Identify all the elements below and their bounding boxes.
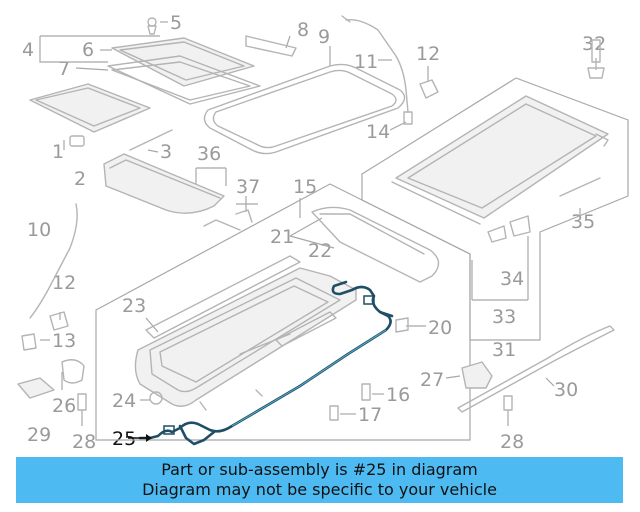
callout-24: 24 [112,390,136,412]
callout-2: 2 [74,168,86,190]
callout-23: 23 [122,295,146,317]
callout-30: 30 [554,379,578,401]
callout-29: 29 [27,424,51,446]
callout-1: 1 [52,141,64,163]
callout-36: 36 [197,143,221,165]
callout-4: 4 [22,39,34,61]
callout-3: 3 [160,141,172,163]
sunroof-frame [134,206,440,411]
roof-seal [203,63,406,155]
clip-2 [69,135,85,147]
callout-20: 20 [428,317,452,339]
callout-33: 33 [492,306,516,328]
callout-10: 10 [27,219,51,241]
sunshade-assembly [391,39,609,243]
callout-27: 27 [420,369,444,391]
wiring-harness-25 [128,280,394,446]
callout-21: 21 [270,226,294,248]
wind-deflector [103,153,253,231]
glass-panel-group [29,17,297,151]
callout-37: 37 [236,176,260,198]
callout-13: 13 [52,330,76,352]
callout-12-left: 12 [52,272,76,294]
leader-lines [39,21,597,426]
assembly-outlines [95,77,629,441]
callout-25: 25 [112,428,136,450]
callout-28-right: 28 [500,431,524,453]
callout-16: 16 [386,384,410,406]
banner-line-part: Part or sub-assembly is #25 in diagram [161,460,478,479]
callout-31: 31 [492,339,516,361]
left-drain-hose [17,203,87,411]
callout-17: 17 [358,404,382,426]
drain-hose [341,15,439,125]
info-banner: Part or sub-assembly is #25 in diagram D… [16,457,623,503]
callout-26: 26 [52,395,76,417]
callout-5: 5 [170,12,182,34]
callout-9: 9 [318,26,330,48]
motor-and-trim [329,317,615,421]
callout-6: 6 [82,39,94,61]
callout-7: 7 [58,58,70,80]
callout-11: 11 [354,51,378,73]
callout-22: 22 [308,240,332,262]
callout-28-left: 28 [72,431,96,453]
callout-8: 8 [297,19,309,41]
callout-15: 15 [293,176,317,198]
callout-12-top: 12 [416,43,440,65]
callout-14: 14 [366,121,390,143]
banner-line-disclaimer: Diagram may not be specific to your vehi… [142,480,497,499]
callout-32: 32 [582,33,606,55]
callout-34: 34 [500,268,524,290]
